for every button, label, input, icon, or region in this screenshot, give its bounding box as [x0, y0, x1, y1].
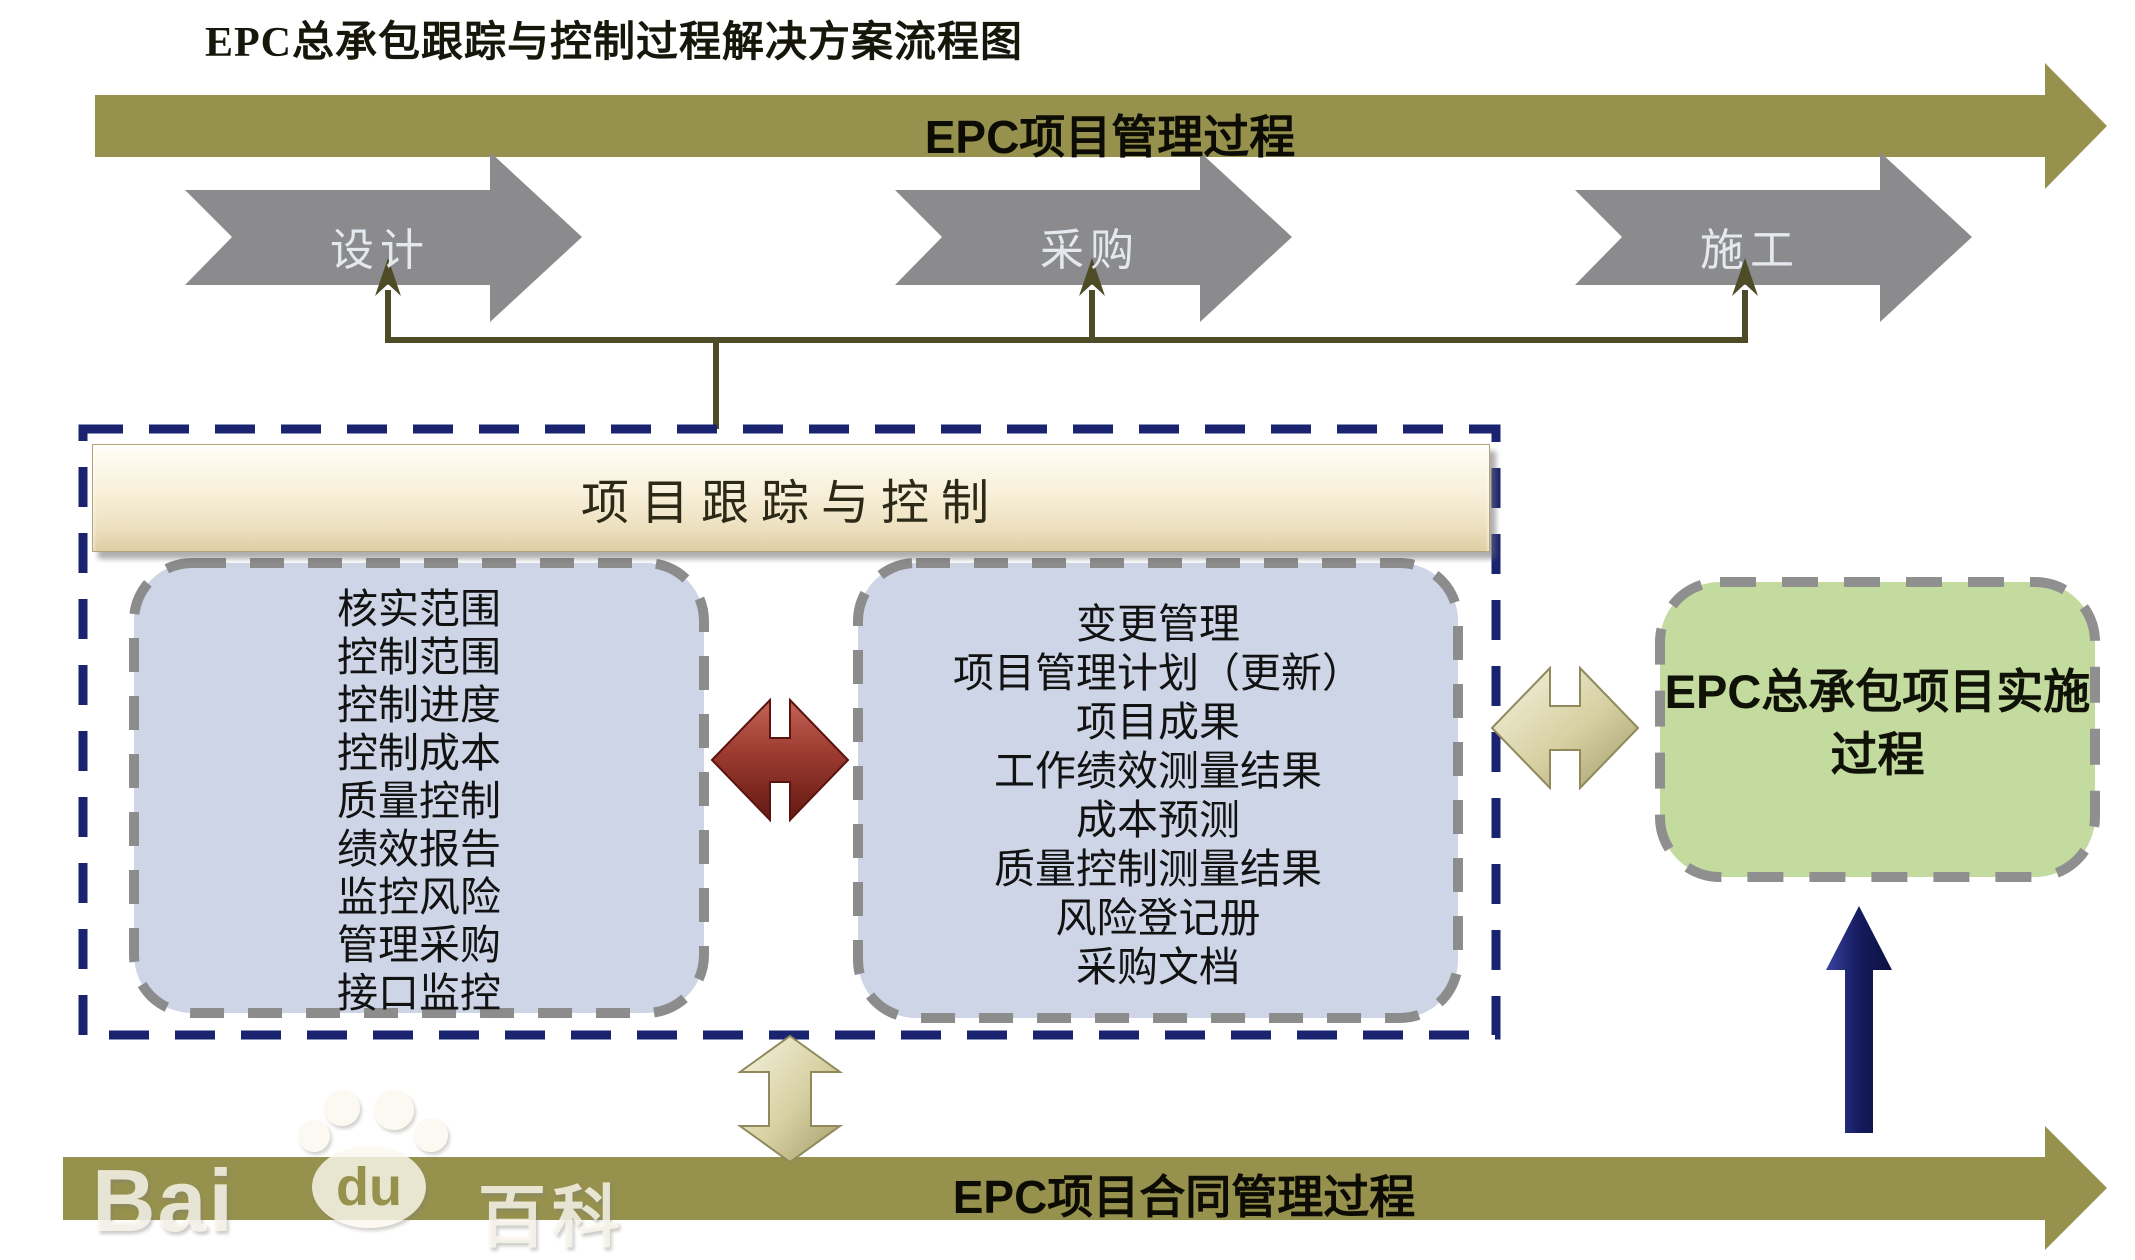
list-item: 质量控制	[337, 778, 501, 824]
bottom-banner-arrow	[63, 1126, 2107, 1250]
tracking-header-bar: 项目跟踪与控制	[92, 444, 1490, 552]
red-double-arrow	[710, 697, 850, 823]
watermark-baike-text: 百科	[478, 1180, 627, 1256]
output-list-box	[853, 558, 1463, 1023]
list-item: 风险登记册	[1055, 895, 1261, 941]
list-item: 绩效报告	[337, 826, 501, 872]
watermark-bai-text: Bai	[92, 1151, 235, 1250]
list-item: 接口监控	[337, 970, 501, 1016]
monitor-item-list: 核实范围 控制范围 控制进度 控制成本 质量控制 绩效报告 监控风险 管理采购 …	[134, 585, 704, 1017]
tracking-header-label: 项目跟踪与控制	[580, 477, 1001, 530]
list-item: 管理采购	[337, 922, 501, 968]
navy-up-arrow	[1826, 906, 1892, 1133]
monitor-list-box	[129, 558, 709, 1018]
list-item: 项目管理计划（更新）	[953, 650, 1363, 696]
phase-label-design: 设计	[330, 226, 430, 275]
implementation-label: EPC总承包项目实施过程	[1664, 665, 2091, 781]
list-item: 控制范围	[337, 634, 501, 680]
list-item: 采购文档	[1076, 944, 1240, 990]
tan-double-arrow-vertical	[736, 1034, 844, 1164]
bottom-banner-label: EPC项目合同管理过程	[952, 1171, 1416, 1223]
page-title: EPC总承包跟踪与控制过程解决方案流程图	[205, 20, 1024, 66]
list-item: 监控风险	[337, 874, 501, 920]
list-item: 控制进度	[337, 682, 501, 728]
implementation-box	[1655, 577, 2100, 882]
top-banner-arrow	[95, 63, 2107, 189]
list-item: 变更管理	[1076, 601, 1240, 647]
list-item: 项目成果	[1076, 699, 1240, 745]
top-banner-label: EPC项目管理过程	[924, 111, 1296, 163]
phase-arrow-procurement	[895, 152, 1292, 322]
phase-arrow-construction	[1575, 152, 1972, 322]
connector-lines	[385, 290, 1748, 429]
list-item: 工作绩效测量结果	[994, 748, 1322, 794]
list-item: 质量控制测量结果	[994, 846, 1322, 892]
tan-double-arrow-horizontal	[1490, 665, 1640, 791]
watermark-du-text: du	[336, 1157, 402, 1217]
list-item: 核实范围	[337, 586, 501, 632]
paw-print-icon: du	[298, 1090, 448, 1232]
phase-label-procurement: 采购	[1040, 226, 1140, 275]
phase-label-construction: 施工	[1700, 226, 1800, 275]
output-item-list: 变更管理 项目管理计划（更新） 项目成果 工作绩效测量结果 成本预测 质量控制测…	[858, 600, 1458, 992]
list-item: 成本预测	[1076, 797, 1240, 843]
connector-arrowheads	[375, 258, 1758, 296]
list-item: 控制成本	[337, 730, 501, 776]
phase-arrow-design	[185, 152, 582, 322]
